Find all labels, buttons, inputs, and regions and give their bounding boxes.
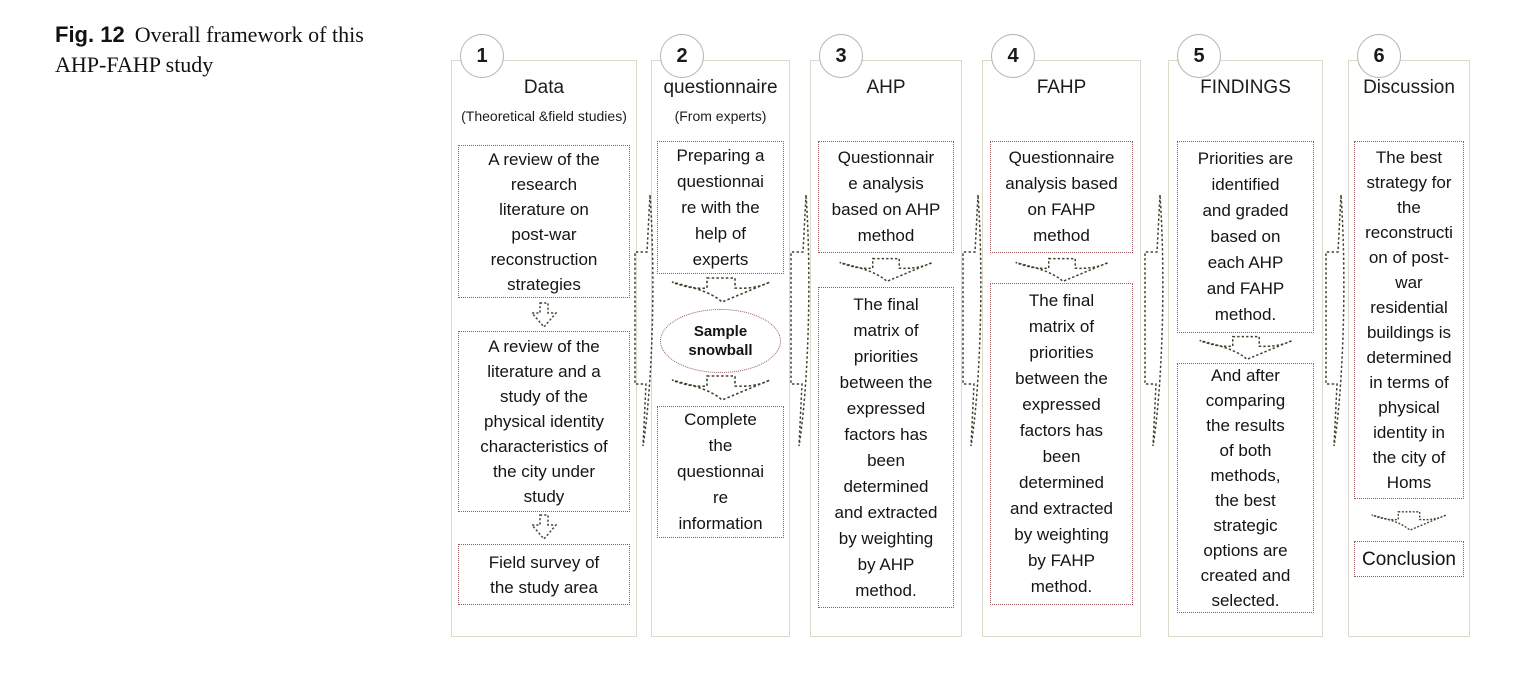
column-title: FINDINGS <box>1200 77 1291 98</box>
column-findings: 5 FINDINGS Priorities are identified and… <box>1168 34 1323 637</box>
process-box: A review of the research literature on p… <box>458 145 630 298</box>
process-box: Field survey of the study area <box>458 544 630 605</box>
step-number-circle: 3 <box>819 34 863 78</box>
process-box: The final matrix of priorities between t… <box>990 283 1133 605</box>
figure-label: Fig. 12 <box>55 22 125 47</box>
step-number: 1 <box>476 44 488 67</box>
down-arrow-icon <box>834 255 938 285</box>
flow-connector-icon <box>627 192 661 450</box>
column-title: AHP <box>866 77 906 98</box>
process-box: A review of the literature and a study o… <box>458 331 630 512</box>
down-arrow-icon <box>1367 507 1451 535</box>
column-subtitle: (From experts) <box>674 108 767 124</box>
step-number-circle: 4 <box>991 34 1035 78</box>
conclusion-box: Conclusion <box>1354 541 1464 577</box>
process-box: Priorities are identified and graded bas… <box>1177 141 1314 333</box>
process-box: The final matrix of priorities between t… <box>818 287 954 608</box>
step-number-circle: 5 <box>1177 34 1221 78</box>
column-title: Data <box>523 77 565 98</box>
down-arrow-icon <box>666 373 776 403</box>
step-number: 6 <box>1373 44 1385 67</box>
process-box: Questionnair e analysis based on AHP met… <box>818 141 954 253</box>
flow-connector-icon <box>955 192 989 450</box>
step-number: 2 <box>676 44 688 67</box>
step-number-circle: 1 <box>460 34 504 78</box>
down-arrow-icon <box>666 275 776 305</box>
process-box: Preparing a questionnai re with the help… <box>657 141 784 274</box>
step-number: 3 <box>835 44 847 67</box>
column-title: Discussion <box>1363 77 1455 98</box>
flow-connector-icon <box>1318 192 1352 450</box>
process-box: And after comparing the results of both … <box>1177 363 1314 613</box>
step-number: 5 <box>1193 44 1205 67</box>
column-data: 1 Data (Theoretical &field studies) A re… <box>451 34 637 637</box>
column-fahp: 4 FAHP Questionnaire analysis based on F… <box>982 34 1141 637</box>
column-ahp: 3 AHP Questionnair e analysis based on A… <box>810 34 962 637</box>
flow-connector-icon <box>1137 192 1171 450</box>
down-arrow-icon <box>1010 255 1114 285</box>
down-arrow-icon <box>1194 333 1298 363</box>
column-discussion: 6 Discussion The best strategy for the r… <box>1348 34 1470 637</box>
column-questionnaire: 2 questionnaire (From experts) Preparing… <box>651 34 790 637</box>
step-number-circle: 2 <box>660 34 704 78</box>
column-subtitle: (Theoretical &field studies) <box>461 108 627 124</box>
down-arrow-icon <box>531 513 557 541</box>
column-title: questionnaire <box>663 77 778 98</box>
down-arrow-icon <box>531 301 557 329</box>
sample-snowball-ellipse: Sample snowball <box>660 309 781 373</box>
column-title: FAHP <box>1036 77 1087 98</box>
flow-connector-icon <box>783 192 817 450</box>
process-box: Questionnaire analysis based on FAHP met… <box>990 141 1133 253</box>
figure-caption-text: Overall framework of this AHP-FAHP study <box>55 22 364 77</box>
step-number: 4 <box>1007 44 1019 67</box>
process-box: Complete the questionnai re information <box>657 406 784 538</box>
step-number-circle: 6 <box>1357 34 1401 78</box>
process-box: The best strategy for the reconstructi o… <box>1354 141 1464 499</box>
